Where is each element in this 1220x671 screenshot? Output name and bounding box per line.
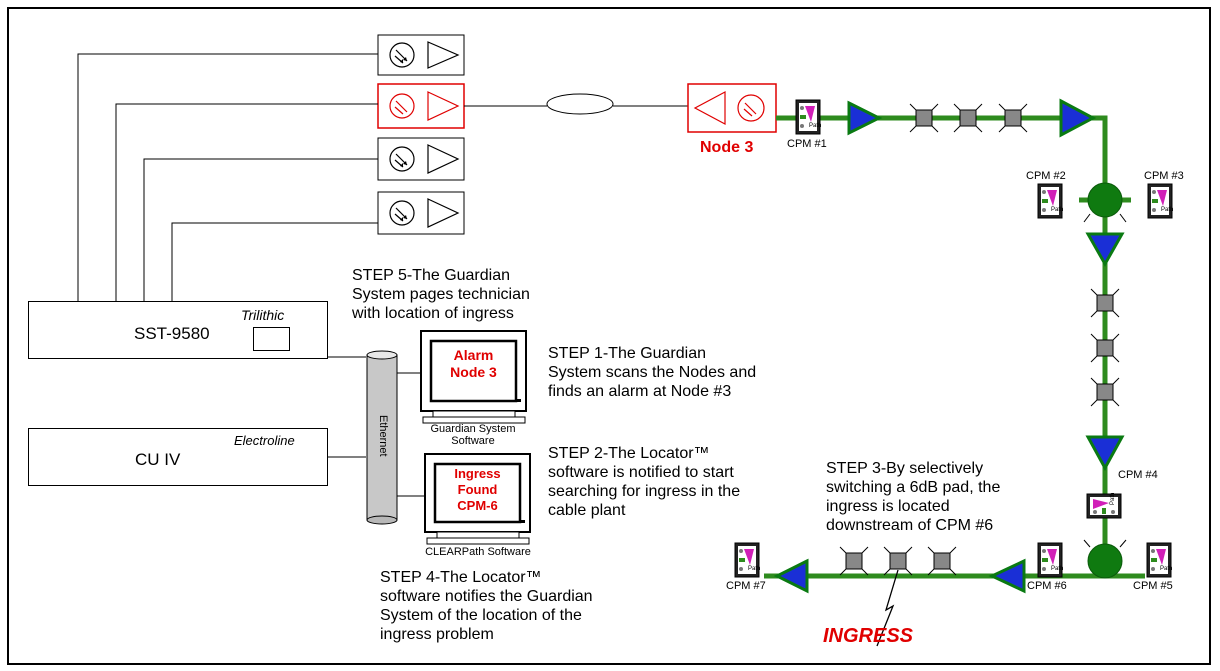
receiver-node3 [377,83,465,129]
amplifier [1085,435,1125,472]
sst-brand: Trilithic [241,307,285,323]
receiver-1 [377,34,465,76]
clearpath-screen-text: Ingress Found CPM-6 [454,466,501,513]
step1-text: STEP 1-The Guardian System scans the Nod… [548,345,757,400]
receiver-3 [377,137,465,181]
guardian-monitor [420,330,527,424]
ingress-label: INGRESS [823,625,914,647]
sst-9580-box: SST-9580 Trilithic [28,301,328,359]
cpm3-label: CPM #3 [1144,170,1184,182]
splitter-bottom [1087,543,1123,579]
sst-name: SST-9580 [134,324,210,343]
amplifier [1085,232,1125,268]
amplifier [773,558,809,594]
splitter-top [1087,182,1123,218]
clearpath-caption: CLEARPath Software [425,546,531,558]
cpm1-label: CPM #1 [787,138,827,150]
cpm5-label: CPM #5 [1133,580,1173,592]
guardian-screen-text: Alarm Node 3 [450,347,497,380]
step4-text: STEP 4-The Locator™ software notifies th… [380,569,593,643]
cu-iv-box: CU IV Electroline [28,428,328,486]
node3-box [687,83,777,133]
cpm6-label: CPM #6 [1027,580,1067,592]
diagram-frame [7,7,1211,665]
clearpath-monitor [424,453,531,545]
step2-text: STEP 2-The Locator™ software is notified… [548,445,741,519]
amplifier [847,100,883,136]
cpm4-label: CPM #4 [1118,469,1158,481]
node3-label: Node 3 [700,139,754,156]
step5-text: STEP 5-The Guardian System pages technic… [352,267,530,322]
amplifier [988,558,1026,594]
ethernet-bus [366,350,398,525]
fiber-coil [546,93,614,115]
cu-name: CU IV [135,450,181,469]
cpm2-label: CPM #2 [1026,170,1066,182]
receiver-4 [377,191,465,235]
guardian-caption: Guardian System Software [430,423,516,447]
ingress-bolt [876,569,899,647]
sst-panel [253,327,290,351]
amplifier [1059,98,1097,138]
ethernet-label: Ethernet [377,415,389,457]
cpm7-label: CPM #7 [726,580,766,592]
cu-brand: Electroline [234,433,295,448]
amplifiers [773,98,1125,594]
step3-text: STEP 3-By selectively switching a 6dB pa… [826,460,1001,534]
